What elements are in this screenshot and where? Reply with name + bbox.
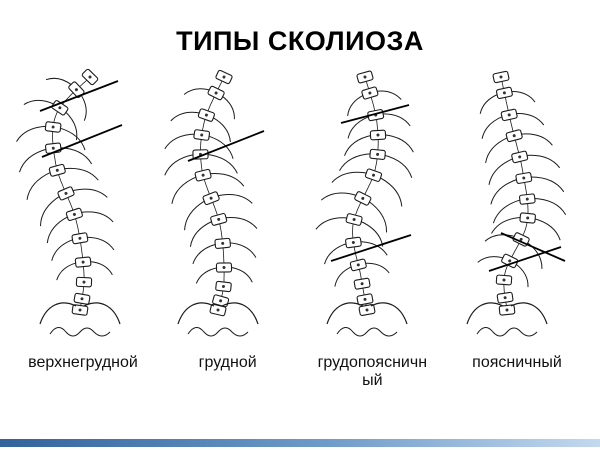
spine-illustration-upper-thoracic	[15, 68, 122, 337]
figure-label: грудопоясничный	[317, 354, 428, 390]
figures-row: верхнегрудной грудной грудопоясничный по…	[0, 57, 600, 391]
figure-label: верхнегрудной	[28, 354, 138, 371]
spine-illustration-thoracic	[164, 69, 265, 337]
figure-lumbar: поясничный	[446, 65, 588, 391]
accent-bar	[0, 439, 600, 447]
figure-thoracolumbar: грудопоясничный	[301, 65, 443, 391]
figure-label: грудной	[198, 354, 257, 371]
figure-thoracic: грудной	[157, 65, 299, 391]
spine-illustration-lumbar	[466, 70, 567, 337]
figure-label: поясничный	[472, 354, 562, 371]
figure-upper-thoracic: верхнегрудной	[12, 65, 154, 391]
slide-title: ТИПЫ СКОЛИОЗА	[176, 26, 424, 56]
spine-illustration-thoracolumbar	[315, 70, 414, 337]
